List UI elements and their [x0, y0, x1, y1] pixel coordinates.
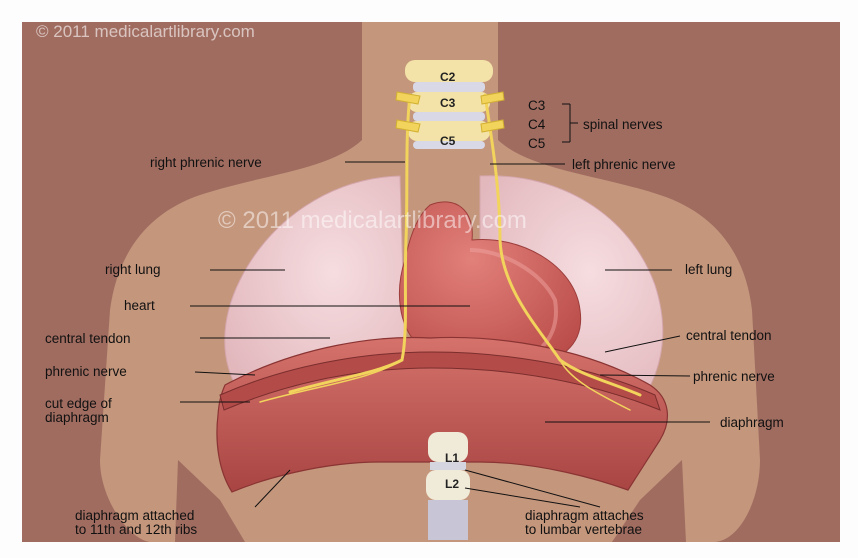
- label-cut-edge-line2: diaphragm: [45, 410, 109, 425]
- label-c4: C4: [528, 117, 545, 132]
- vertebra-label-c5: C5: [440, 134, 456, 148]
- label-heart: heart: [124, 298, 155, 313]
- label-cut-edge-line1: cut edge of: [45, 396, 112, 411]
- label-central-tendon-right: central tendon: [686, 328, 772, 343]
- label-spinal-nerves: spinal nerves: [583, 117, 663, 132]
- label-c3: C3: [528, 98, 545, 113]
- label-phrenic-nerve-right: phrenic nerve: [693, 369, 775, 384]
- vertebra-label-c2: C2: [440, 70, 456, 84]
- vertebra-label-l2: L2: [445, 477, 459, 491]
- label-ribs-line1: diaphragm attached: [75, 508, 194, 523]
- label-left-phrenic-nerve: left phrenic nerve: [572, 157, 676, 172]
- label-phrenic-nerve-left: phrenic nerve: [45, 364, 127, 379]
- label-lumbar-line1: diaphragm attaches: [525, 508, 644, 523]
- label-ribs-line2: to 11th and 12th ribs: [75, 522, 197, 537]
- label-c5: C5: [528, 136, 545, 151]
- label-right-phrenic-nerve: right phrenic nerve: [150, 155, 262, 170]
- watermark-top: © 2011 medicalartlibrary.com: [36, 22, 255, 41]
- vertebra-label-c3: C3: [440, 96, 456, 110]
- label-right-lung: right lung: [105, 262, 161, 277]
- label-left-lung: left lung: [685, 262, 732, 277]
- label-central-tendon-left: central tendon: [45, 331, 131, 346]
- watermark-center: © 2011 medicalartlibrary.com: [218, 207, 527, 234]
- label-lumbar-line2: to lumbar vertebrae: [525, 522, 642, 537]
- vertebra-label-l1: L1: [445, 451, 459, 465]
- label-diaphragm: diaphragm: [720, 415, 784, 430]
